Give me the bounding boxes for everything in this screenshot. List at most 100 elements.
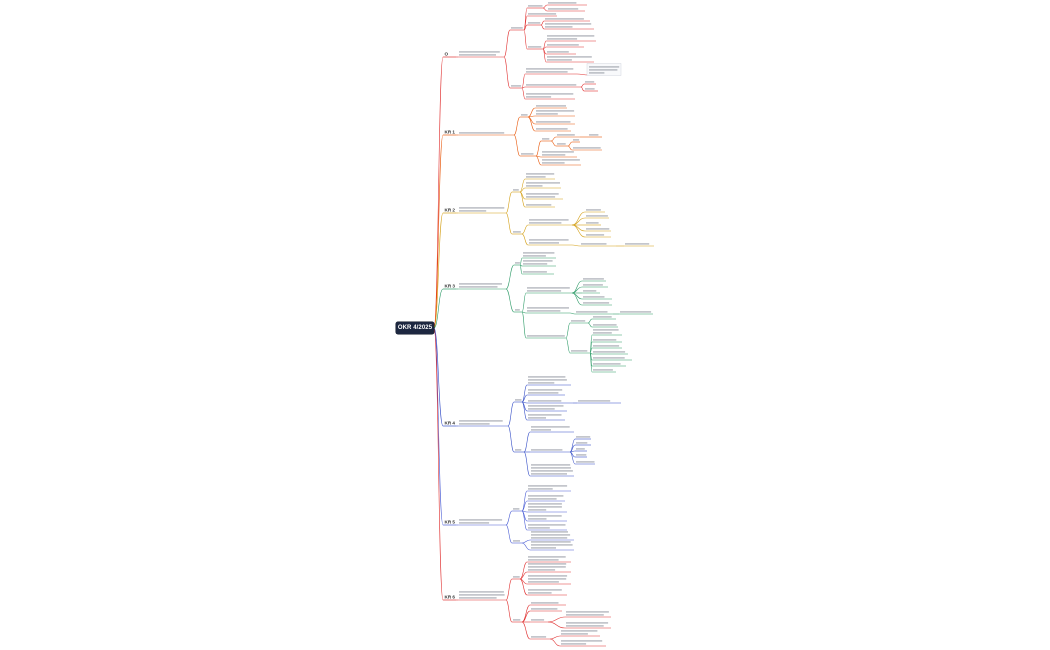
mindmap-node[interactable] bbox=[530, 602, 566, 606]
mindmap-node[interactable] bbox=[530, 541, 574, 551]
mindmap-node[interactable] bbox=[527, 495, 565, 502]
mindmap-node[interactable] bbox=[560, 630, 600, 637]
mindmap-node[interactable] bbox=[546, 35, 596, 42]
mindmap-node[interactable] bbox=[520, 153, 536, 157]
mindmap-node[interactable] bbox=[577, 400, 621, 404]
mindmap-node[interactable] bbox=[510, 27, 524, 31]
mindmap-node[interactable] bbox=[512, 619, 522, 623]
mindmap-node[interactable] bbox=[458, 207, 506, 214]
mindmap-node[interactable] bbox=[592, 339, 622, 343]
mindmap-node[interactable] bbox=[570, 320, 588, 324]
mindmap-node[interactable] bbox=[575, 454, 587, 458]
branch-label[interactable]: KR 5 bbox=[445, 520, 456, 525]
mindmap-node[interactable] bbox=[547, 2, 587, 6]
mindmap-node[interactable] bbox=[530, 531, 574, 541]
mindmap-node[interactable] bbox=[535, 128, 571, 132]
mindmap-node[interactable] bbox=[584, 88, 598, 92]
mindmap-node[interactable] bbox=[530, 426, 574, 433]
mindmap-node[interactable] bbox=[546, 44, 584, 48]
branch-label[interactable]: O bbox=[445, 52, 449, 57]
mindmap-node[interactable] bbox=[526, 287, 572, 294]
mindmap-node[interactable] bbox=[592, 351, 628, 355]
mindmap-node[interactable] bbox=[527, 46, 543, 50]
mindmap-node[interactable] bbox=[527, 589, 567, 596]
mindmap-node[interactable] bbox=[582, 296, 612, 300]
branch-label[interactable]: KR 6 bbox=[445, 595, 456, 600]
mindmap-node[interactable] bbox=[525, 68, 577, 75]
mindmap-node[interactable] bbox=[526, 335, 566, 339]
mindmap-node[interactable] bbox=[592, 316, 616, 320]
mindmap-node[interactable] bbox=[582, 278, 606, 282]
mindmap-node[interactable] bbox=[527, 400, 573, 404]
mindmap-node[interactable] bbox=[528, 239, 572, 246]
mindmap-node[interactable] bbox=[522, 252, 556, 259]
mindmap-node[interactable] bbox=[582, 302, 612, 306]
mindmap-node[interactable] bbox=[527, 524, 567, 531]
mindmap-node[interactable] bbox=[585, 222, 601, 226]
mindmap-node[interactable] bbox=[575, 436, 591, 440]
mindmap-node[interactable] bbox=[575, 461, 595, 465]
root-node[interactable]: OKR 4/2025 bbox=[396, 322, 434, 334]
mindmap-node[interactable] bbox=[575, 442, 591, 446]
mindmap-node[interactable] bbox=[458, 51, 504, 58]
mindmap-node[interactable] bbox=[592, 357, 632, 361]
mindmap-node[interactable] bbox=[592, 345, 622, 349]
mindmap-node[interactable] bbox=[512, 231, 522, 235]
mindmap-node[interactable] bbox=[527, 22, 541, 26]
mindmap-node[interactable] bbox=[527, 389, 565, 396]
mindmap-node[interactable] bbox=[592, 324, 618, 328]
mindmap-node[interactable] bbox=[527, 485, 571, 492]
mindmap-node[interactable] bbox=[530, 636, 550, 640]
mindmap-node[interactable] bbox=[527, 575, 571, 585]
mindmap-node[interactable] bbox=[572, 139, 580, 143]
mindmap-node[interactable] bbox=[527, 515, 567, 522]
mindmap-node[interactable] bbox=[458, 591, 506, 601]
mindmap-node[interactable] bbox=[586, 63, 622, 76]
mindmap-node[interactable] bbox=[527, 376, 571, 386]
mindmap-node[interactable] bbox=[525, 93, 575, 100]
mindmap-node[interactable] bbox=[530, 464, 574, 477]
branch-label[interactable]: KR 2 bbox=[445, 208, 456, 213]
mindmap-node[interactable] bbox=[512, 576, 520, 580]
mindmap-node[interactable] bbox=[582, 290, 600, 294]
mindmap-node[interactable] bbox=[592, 329, 622, 336]
mindmap-node[interactable] bbox=[535, 121, 575, 125]
mindmap-node[interactable] bbox=[556, 143, 568, 147]
mindmap-node[interactable] bbox=[570, 350, 590, 354]
mindmap-node[interactable] bbox=[514, 262, 520, 266]
mindmap-node[interactable] bbox=[525, 173, 555, 180]
mindmap-node[interactable] bbox=[556, 134, 580, 138]
mindmap-node[interactable] bbox=[575, 448, 587, 452]
mindmap-node[interactable] bbox=[546, 56, 594, 63]
mindmap-node[interactable] bbox=[527, 405, 567, 412]
mindmap-node[interactable] bbox=[582, 284, 608, 288]
mindmap-node[interactable] bbox=[514, 399, 522, 403]
mindmap-node[interactable] bbox=[565, 622, 611, 629]
mindmap-node[interactable] bbox=[580, 243, 616, 247]
mindmap-node[interactable] bbox=[541, 159, 581, 166]
mindmap-node[interactable] bbox=[624, 243, 654, 247]
mindmap-node[interactable] bbox=[530, 449, 570, 453]
mindmap-node[interactable] bbox=[585, 234, 611, 238]
mindmap-node[interactable] bbox=[527, 503, 567, 513]
mindmap-node[interactable] bbox=[458, 132, 514, 136]
mindmap-node[interactable] bbox=[585, 228, 611, 232]
mindmap-node[interactable] bbox=[512, 540, 522, 544]
mindmap-node[interactable] bbox=[522, 260, 556, 267]
mindmap-node[interactable] bbox=[544, 23, 594, 30]
mindmap-node[interactable] bbox=[458, 519, 506, 526]
branch-label[interactable]: KR 1 bbox=[445, 130, 456, 135]
mindmap-node[interactable] bbox=[592, 369, 616, 373]
mindmap-node[interactable] bbox=[541, 138, 551, 142]
mindmap-node[interactable] bbox=[528, 219, 572, 226]
mindmap-node[interactable] bbox=[588, 134, 602, 138]
mindmap-node[interactable] bbox=[560, 640, 606, 647]
mindmap-node[interactable] bbox=[572, 147, 602, 151]
mindmap-node[interactable] bbox=[512, 189, 520, 193]
mindmap-node[interactable] bbox=[527, 563, 571, 573]
mindmap-node[interactable] bbox=[535, 105, 567, 109]
mindmap-node[interactable] bbox=[525, 84, 581, 88]
mindmap-node[interactable] bbox=[541, 151, 577, 158]
mindmap-node[interactable] bbox=[535, 110, 575, 117]
mindmap-node[interactable] bbox=[527, 5, 543, 9]
